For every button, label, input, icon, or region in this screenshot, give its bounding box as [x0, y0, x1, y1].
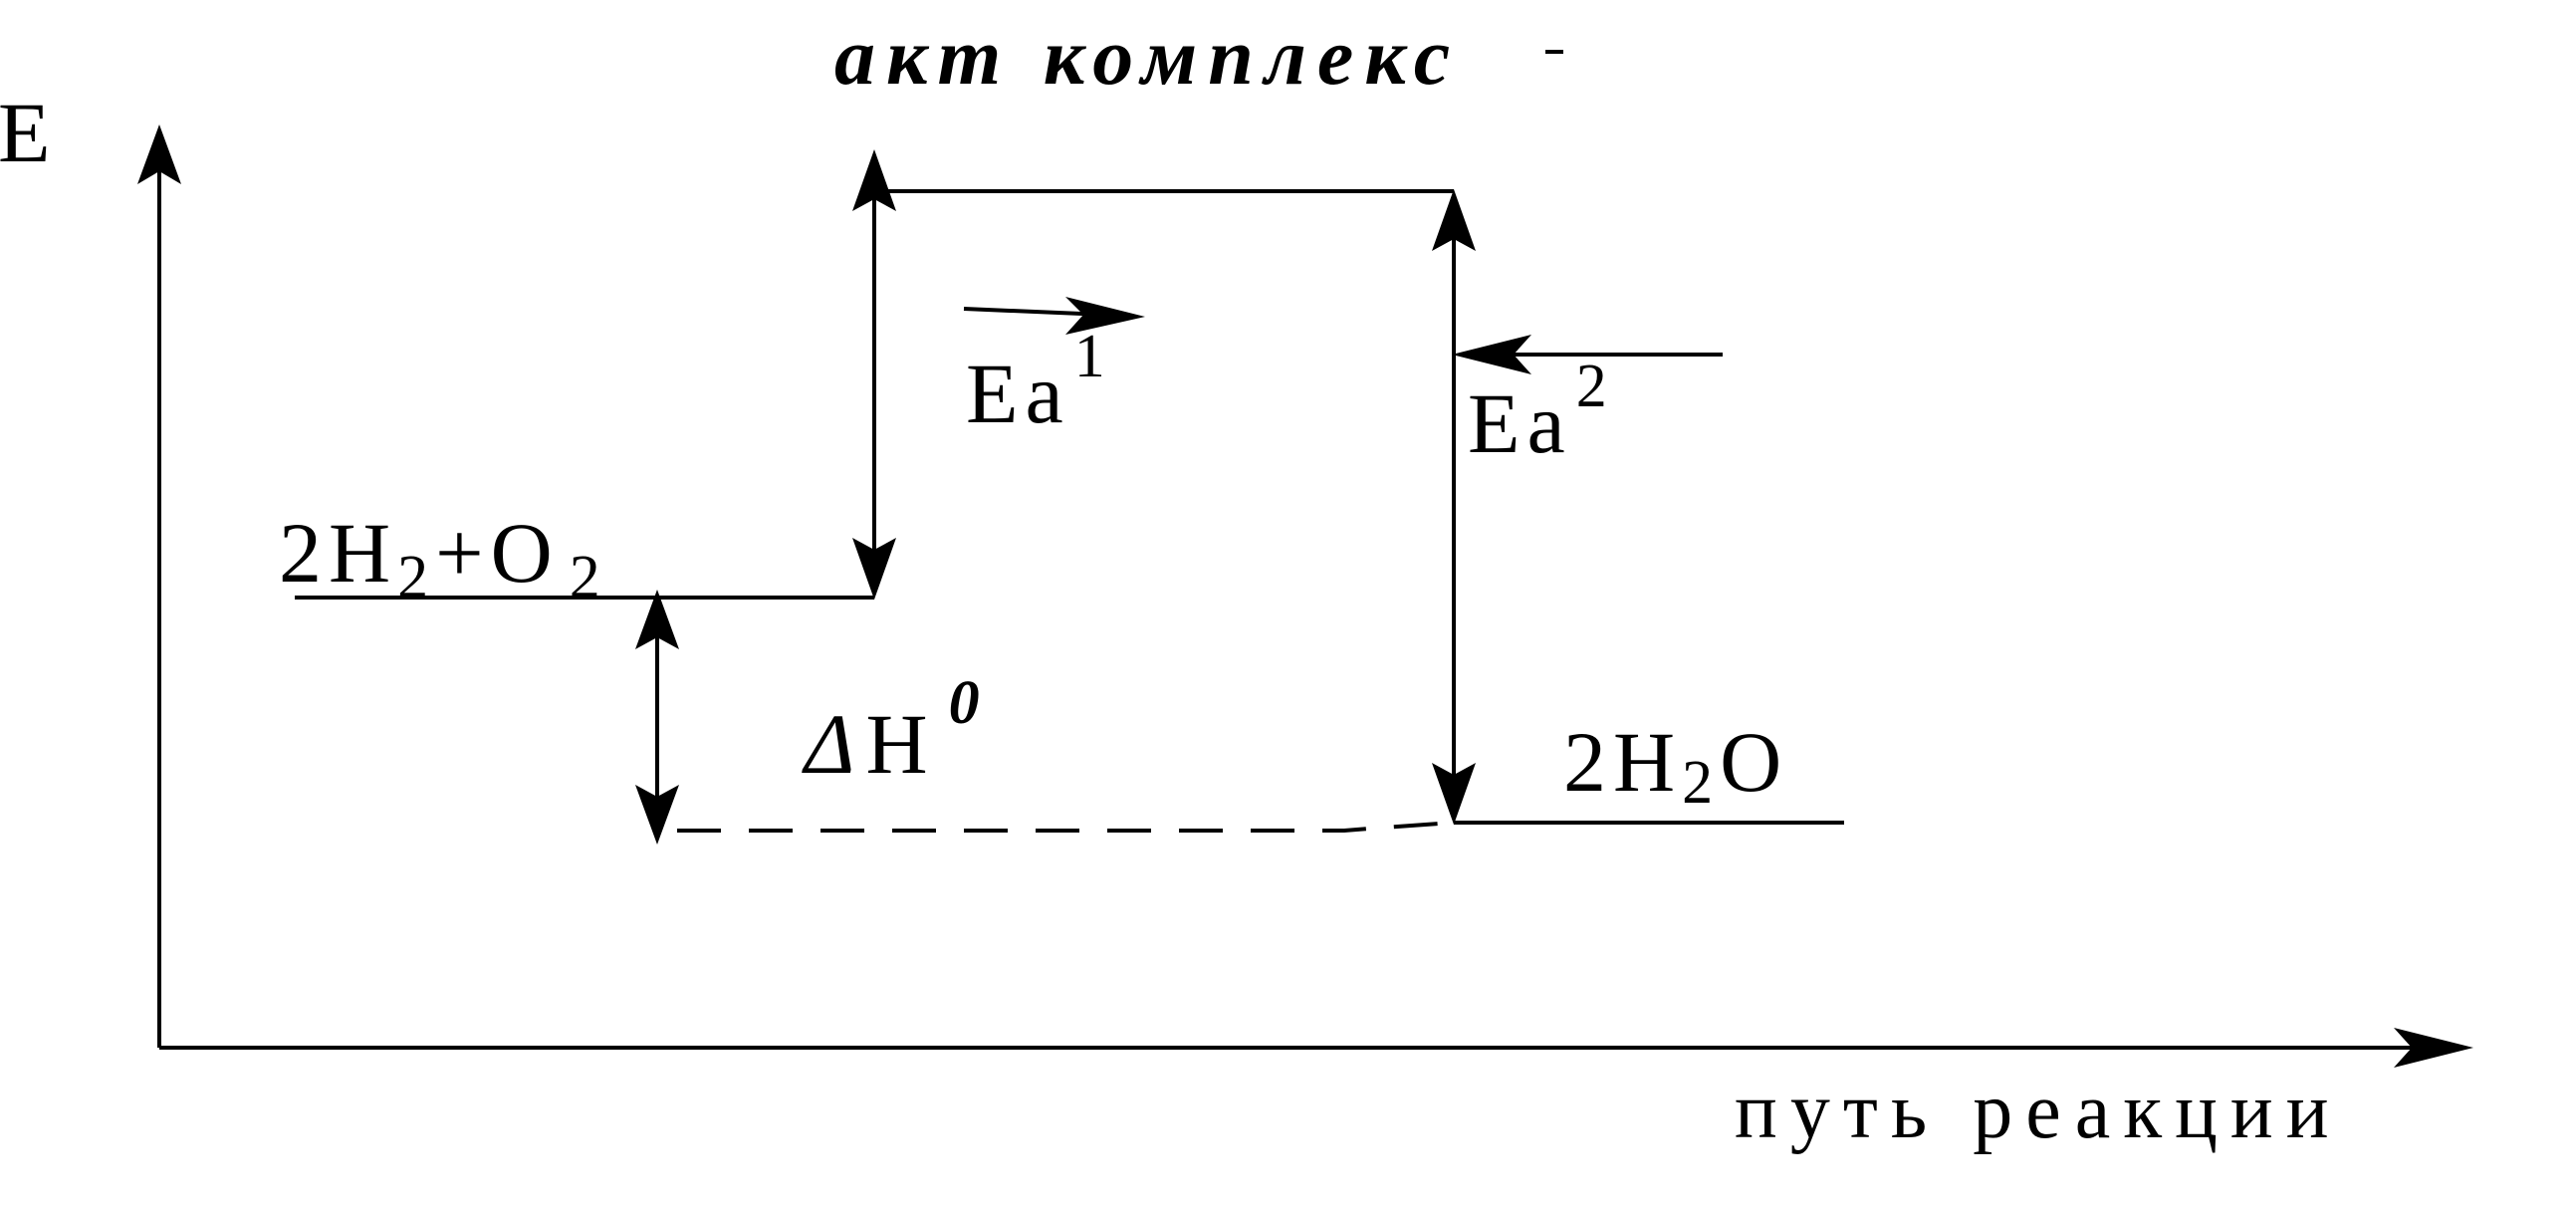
ea2-direction-arrowhead [1452, 335, 1531, 374]
x-axis-label: путь реакции [1735, 1068, 2342, 1155]
delta-h-reference-dashed [677, 821, 1455, 833]
ea2-label: Ea2 [1468, 353, 1614, 471]
ea1-direction-arrowhead [1065, 297, 1145, 335]
ea1-label: Ea1 [966, 323, 1112, 441]
y-axis-arrowhead [137, 124, 181, 184]
product-label: 2H2O [1563, 714, 1788, 817]
ea1-arrowhead-top [852, 149, 896, 211]
ea2-arrowhead-top [1432, 189, 1476, 251]
delta-h-arrowhead-top [635, 590, 679, 649]
delta-h-arrowhead-bottom [635, 785, 679, 845]
ea1-arrowhead-bottom [852, 538, 896, 600]
diagram-title: акт комплекс [834, 11, 1461, 102]
ea1-direction-arrow [963, 307, 1106, 317]
y-axis-label: E [0, 85, 51, 180]
ea2-arrowhead-bottom [1432, 763, 1476, 825]
x-axis-arrowhead [2394, 1028, 2473, 1068]
